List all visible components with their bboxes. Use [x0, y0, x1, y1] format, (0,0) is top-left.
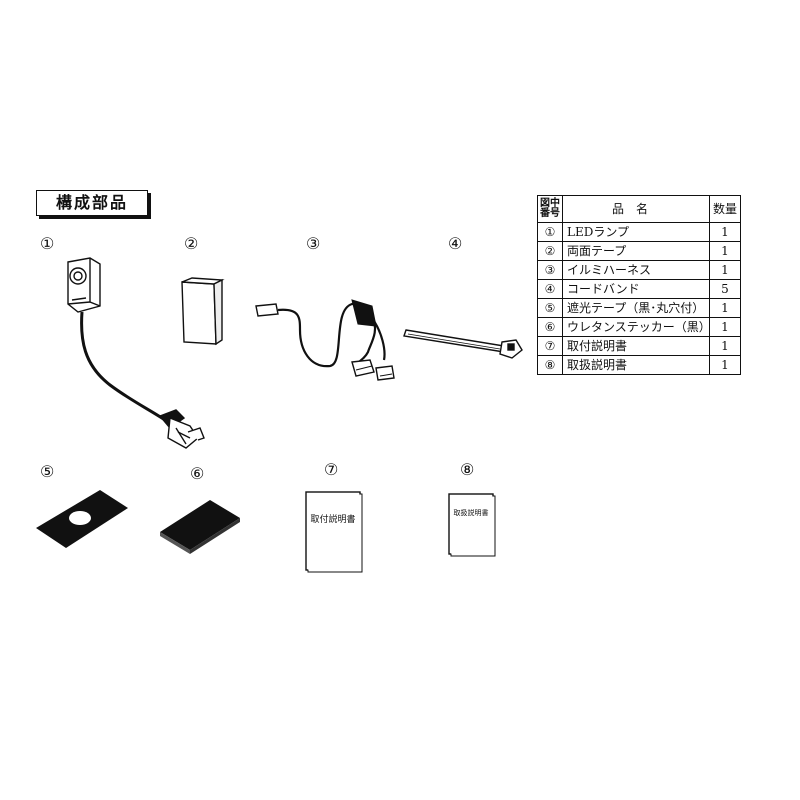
- parts-table: 図中 番号 品名 数量 ① LEDランプ 1 ② 両面テープ 1 ③ イルミハー…: [537, 195, 741, 375]
- row-name: 両面テープ: [562, 241, 710, 261]
- figure-label-3: ③: [306, 234, 321, 253]
- table-row: ⑧ 取扱説明書 1: [537, 355, 741, 375]
- handling-manual-label: 取扱説明書: [453, 509, 489, 517]
- row-no: ④: [537, 279, 563, 299]
- header-name: 品名: [562, 195, 710, 223]
- table-row: ④ コードバンド 5: [537, 279, 741, 299]
- header-no-top: 図中: [540, 198, 560, 209]
- double-sided-tape-illustration: [181, 277, 225, 346]
- figure-label-7: ⑦: [324, 460, 339, 479]
- light-shielding-tape-illustration: [36, 490, 128, 548]
- led-lamp-illustration: [67, 257, 205, 449]
- row-qty: 1: [709, 355, 741, 375]
- row-qty: 1: [709, 260, 741, 280]
- figure-label-8: ⑧: [460, 460, 475, 479]
- row-name: 取付説明書: [562, 336, 710, 356]
- installation-manual-label: 取付説明書: [310, 515, 356, 525]
- row-qty: 1: [709, 222, 741, 242]
- row-no: ⑤: [537, 298, 563, 318]
- row-qty: 5: [709, 279, 741, 299]
- figure-label-6: ⑥: [190, 464, 205, 483]
- illumination-harness-illustration: [255, 299, 395, 381]
- table-row: ⑦ 取付説明書 1: [537, 336, 741, 356]
- cord-band-illustration: [403, 329, 523, 359]
- section-title: 構成部品: [36, 190, 148, 216]
- table-row: ⑤ 遮光テープ（黒･丸穴付） 1: [537, 298, 741, 318]
- row-qty: 1: [709, 298, 741, 318]
- figure-label-4: ④: [448, 234, 463, 253]
- row-name: イルミハーネス: [562, 260, 710, 280]
- row-no: ②: [537, 241, 563, 261]
- row-name: 遮光テープ（黒･丸穴付）: [562, 298, 710, 318]
- table-row: ⑥ ウレタンステッカー（黒） 1: [537, 317, 741, 337]
- row-no: ⑧: [537, 355, 563, 375]
- figure-label-5: ⑤: [40, 462, 55, 481]
- row-qty: 1: [709, 241, 741, 261]
- row-no: ⑥: [537, 317, 563, 337]
- table-row: ① LEDランプ 1: [537, 222, 741, 242]
- urethane-sticker-illustration: [160, 500, 240, 554]
- installation-manual-illustration: [305, 491, 363, 573]
- row-name: ウレタンステッカー（黒）: [562, 317, 711, 337]
- handling-manual-illustration: [448, 493, 496, 557]
- table-row: ② 両面テープ 1: [537, 241, 741, 261]
- row-qty: 1: [709, 336, 741, 356]
- row-name: コードバンド: [562, 279, 710, 299]
- figure-label-1: ①: [40, 234, 55, 253]
- table-row: ③ イルミハーネス 1: [537, 260, 741, 280]
- row-no: ⑦: [537, 336, 563, 356]
- row-qty: 1: [709, 317, 741, 337]
- header-qty: 数量: [709, 195, 741, 223]
- row-no: ③: [537, 260, 563, 280]
- figure-label-2: ②: [184, 234, 199, 253]
- row-name: LEDランプ: [562, 222, 710, 242]
- row-no: ①: [537, 222, 563, 242]
- header-no: 図中 番号: [537, 195, 563, 223]
- table-header-row: 図中 番号 品名 数量: [537, 195, 741, 223]
- header-no-bottom: 番号: [540, 208, 560, 219]
- row-name: 取扱説明書: [562, 355, 710, 375]
